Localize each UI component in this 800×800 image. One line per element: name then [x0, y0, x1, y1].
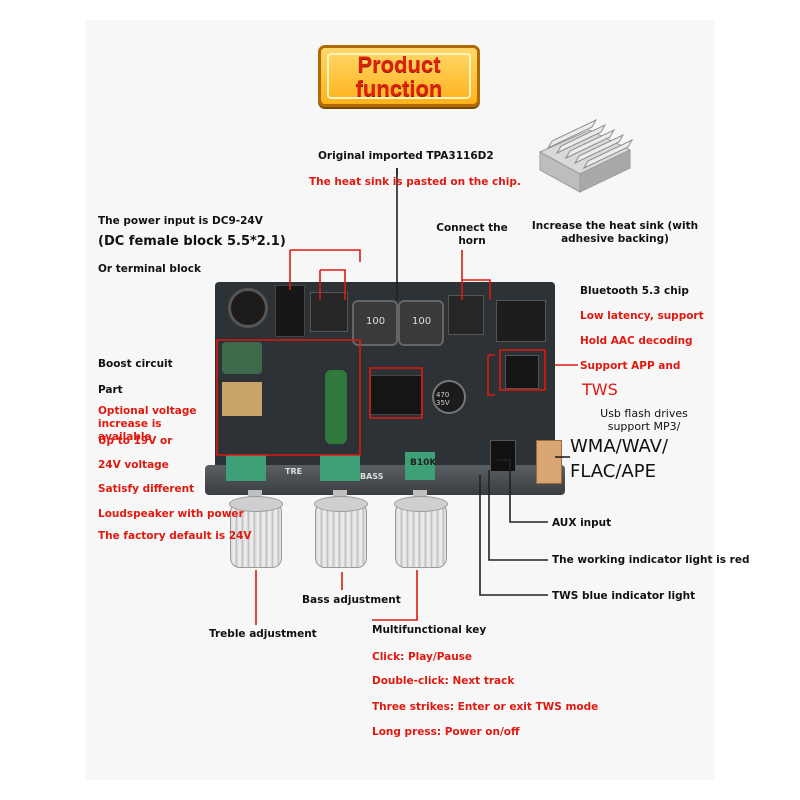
inductor-2-mark: 100	[412, 316, 432, 327]
flac-label: FLAC/APE	[570, 461, 656, 482]
usb-label: Usb flash drives support MP3/	[600, 407, 688, 433]
boost-capacitor-2	[325, 370, 347, 444]
treble-knob-top	[229, 496, 283, 512]
wma-label: WMA/WAV/	[570, 436, 669, 457]
inductor-1: 100	[352, 300, 398, 346]
double-click-label: Double-click: Next track	[372, 675, 515, 687]
part-label: Part	[98, 384, 123, 396]
heatsink-image	[538, 118, 634, 193]
treble-pot	[226, 455, 266, 481]
multikey-pot	[405, 452, 435, 480]
heatsink-chip-label: The heat sink is pasted on the chip.	[309, 176, 521, 188]
horn-label: Connect the horn	[436, 222, 508, 247]
bass-knob[interactable]	[315, 502, 367, 568]
boost-circuit-label: Boost circuit	[98, 358, 173, 370]
satisfy-label: Satisfy different	[98, 483, 195, 495]
badge-line-1: Product	[357, 52, 441, 77]
treble-adjustment-label: Treble adjustment	[209, 628, 317, 640]
chip-label: Original imported TPA3116D2	[318, 150, 494, 162]
multifunction-knob-top	[394, 496, 448, 512]
optional-voltage-label: Optional voltage increase is available	[98, 405, 197, 443]
working-light-label: The working indicator light is red	[552, 554, 750, 566]
aux-input-label: AUX input	[552, 517, 612, 529]
main-capacitor: 470 35V	[432, 380, 466, 414]
usb-port	[536, 440, 562, 484]
tws-light-label: TWS blue indicator light	[552, 590, 696, 602]
bass-adjustment-label: Bass adjustment	[302, 594, 401, 606]
multifunction-knob[interactable]	[395, 502, 447, 568]
terminal-label: Or terminal block	[98, 263, 201, 275]
bass-pot	[320, 455, 360, 481]
aac-label: Hold AAC decoding	[580, 335, 693, 347]
power-input-label: The power input is DC9-24V	[98, 215, 263, 227]
up-to-19v-label: Up to 19V or	[98, 435, 173, 447]
product-function-badge: Product function	[318, 45, 480, 107]
factory-default-label: The factory default is 24V	[98, 530, 252, 542]
inductor-2: 100	[398, 300, 444, 346]
power-switch-icon	[228, 288, 268, 328]
power-terminal-block	[310, 292, 348, 332]
aux-jack	[490, 440, 516, 472]
bluetooth-chip-label: Bluetooth 5.3 chip	[580, 285, 689, 297]
tre-mark: TRE	[285, 467, 303, 476]
b10k-mark: B10K	[410, 458, 437, 468]
badge-border	[327, 53, 471, 99]
bass-knob-top	[314, 496, 368, 512]
heatsink-increase-label: Increase the heat sink (with adhesive ba…	[531, 220, 699, 245]
long-press-label: Long press: Power on/off	[372, 726, 520, 738]
bluetooth-chip	[505, 355, 539, 389]
dc-jack	[275, 285, 305, 337]
dc-female-label: (DC female block 5.5*2.1)	[98, 234, 286, 249]
app-label: Support APP and	[580, 360, 681, 372]
loudspeaker-label: Loudspeaker with power	[98, 508, 244, 520]
low-latency-label: Low latency, support	[580, 310, 704, 322]
24v-voltage-label: 24V voltage	[98, 459, 169, 471]
tpa3116-chip	[370, 375, 422, 415]
tws-label: TWS	[582, 380, 618, 399]
boost-capacitor	[222, 342, 262, 374]
three-strikes-label: Three strikes: Enter or exit TWS mode	[372, 701, 599, 713]
speaker-terminal-block	[448, 295, 484, 335]
click-label: Click: Play/Pause	[372, 651, 473, 663]
inductor-1-mark: 100	[366, 316, 386, 327]
boost-inductor	[222, 382, 262, 416]
multifunction-key-label: Multifunctional key	[372, 624, 487, 636]
capacitor-mark: 470 35V	[436, 391, 450, 407]
bass-mark: BASS	[360, 472, 384, 481]
bluetooth-module	[496, 300, 546, 342]
badge-line-2: function	[355, 76, 443, 101]
